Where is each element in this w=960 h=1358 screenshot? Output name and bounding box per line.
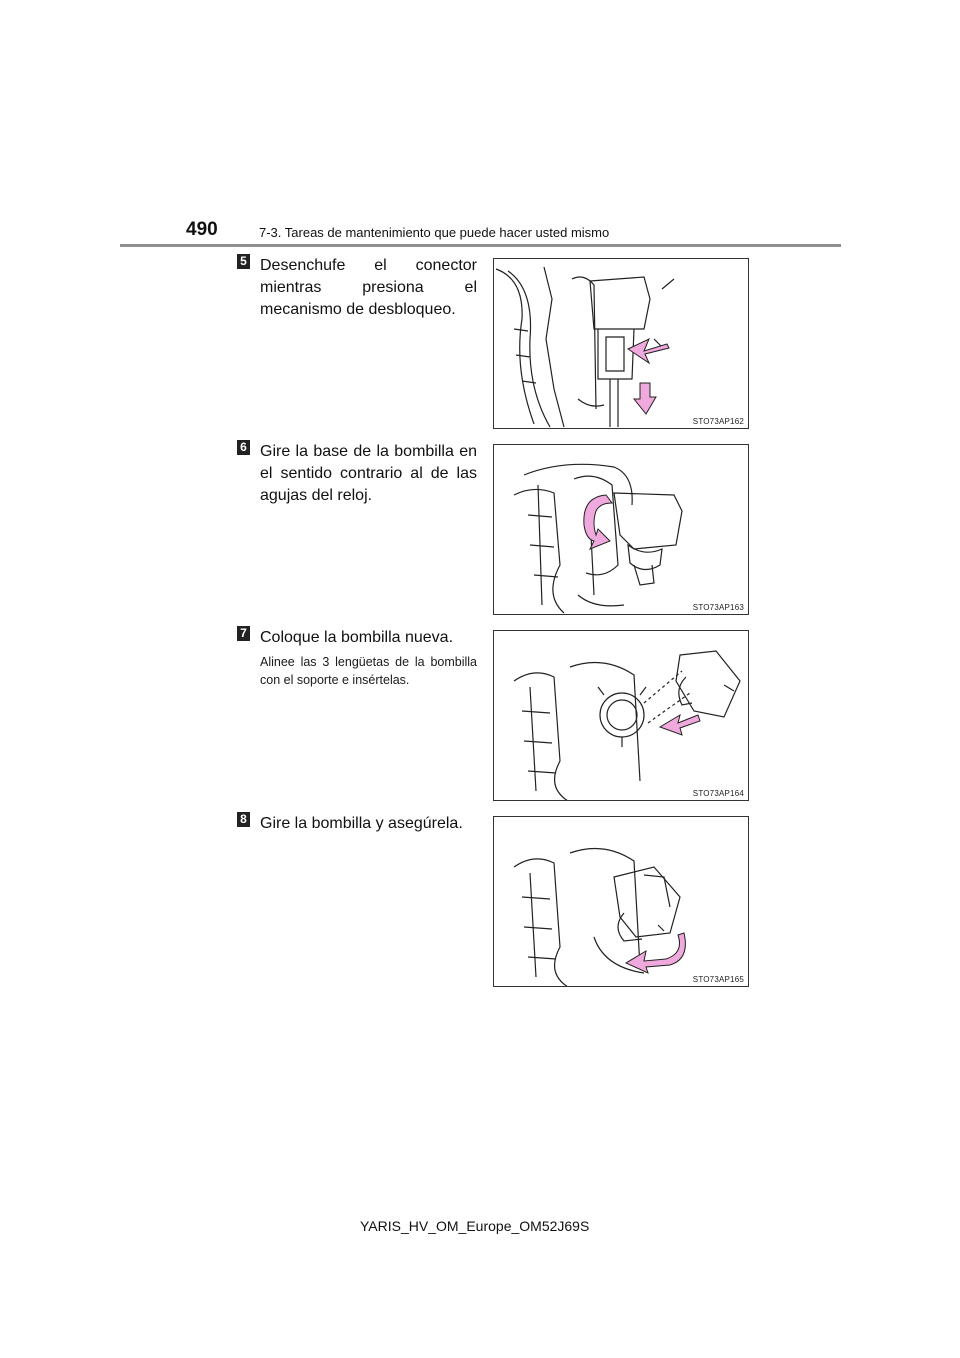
page-number: 490 <box>186 219 218 240</box>
step-5-text: Desenchufe el conector mientras presiona… <box>260 257 477 318</box>
clockwise-arrow <box>624 932 686 974</box>
insert-arrow <box>658 713 701 736</box>
step-6-badge: 6 <box>237 440 250 455</box>
step-8-badge: 8 <box>237 812 250 827</box>
step-7-badge: 7 <box>237 626 250 641</box>
step-8-image-code: STO73AP165 <box>692 975 744 984</box>
step-7-illustration: STO73AP164 <box>493 630 749 801</box>
document-id: YARIS_HV_OM_Europe_OM52J69S <box>360 1218 590 1234</box>
step-8-illustration: STO73AP165 <box>493 816 749 987</box>
step-5-image-code: STO73AP162 <box>692 417 744 426</box>
turn-bulb-base-drawing <box>513 463 683 614</box>
step-6-image-code: STO73AP163 <box>692 603 744 612</box>
step-7-text: Coloque la bombilla nueva. <box>260 629 454 646</box>
step-5-badge: 5 <box>237 254 250 269</box>
step-7-note: Alinee las 3 lengüetas de la bombilla co… <box>260 655 477 687</box>
secure-bulb-drawing <box>513 847 686 986</box>
step-8-text: Gire la bombilla y asegúrela. <box>260 815 463 832</box>
step-6-illustration: STO73AP163 <box>493 444 749 615</box>
step-7-image-code: STO73AP164 <box>692 789 744 798</box>
step-6-text: Gire la base de la bombilla en el sentid… <box>260 443 477 504</box>
section-title: 7-3. Tareas de mantenimiento que puede h… <box>259 225 610 240</box>
push-arrow <box>626 337 670 365</box>
step-5-illustration: STO73AP162 <box>493 258 749 429</box>
pull-down-arrow <box>632 382 657 415</box>
unplug-connector-drawing <box>495 266 675 428</box>
insert-new-bulb-drawing <box>513 650 741 800</box>
counterclockwise-arrow <box>583 494 613 550</box>
header-divider <box>120 244 841 247</box>
